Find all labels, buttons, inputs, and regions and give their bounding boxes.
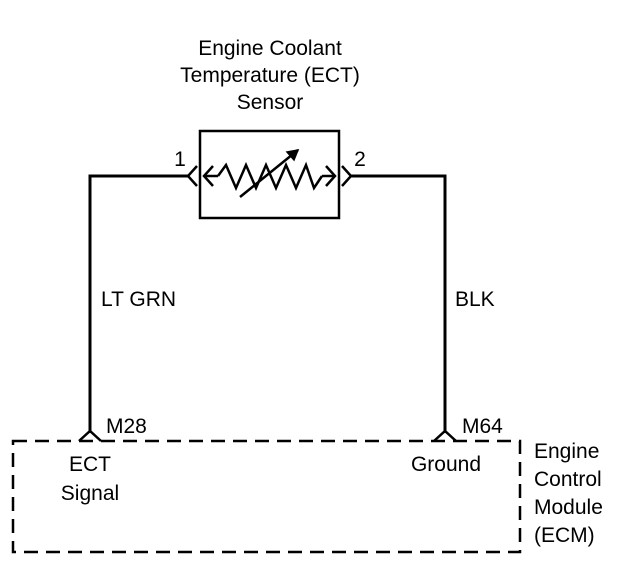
ecm-signal-ground: Ground bbox=[411, 453, 481, 476]
ecm-label-line1: Engine bbox=[534, 440, 599, 463]
sensor-title-line1: Engine Coolant bbox=[198, 37, 342, 60]
wire-blk bbox=[351, 174, 447, 433]
ecm-terminal-m28: M28 bbox=[106, 415, 147, 438]
ecm-label-line3: Module bbox=[534, 496, 603, 519]
ecm-terminal-m64: M64 bbox=[462, 415, 503, 438]
wire-label-lt-grn: LT GRN bbox=[101, 288, 176, 311]
sensor-pin-2: 2 bbox=[354, 148, 366, 171]
thermistor-icon bbox=[202, 149, 337, 198]
ecm-label-line4: (ECM) bbox=[534, 524, 595, 547]
sensor-box bbox=[198, 129, 341, 220]
ecm-terminal-connectors bbox=[78, 429, 457, 442]
ecm-signal-ect-line1: ECT bbox=[69, 453, 111, 476]
ecm-signal-ect-line2: Signal bbox=[61, 482, 119, 505]
sensor-title-line2: Temperature (ECT) bbox=[180, 64, 360, 87]
ecm-box bbox=[11, 439, 522, 554]
ecm-label-line2: Control bbox=[534, 468, 602, 491]
sensor-title-line3: Sensor bbox=[237, 91, 304, 114]
wire-label-blk: BLK bbox=[455, 288, 495, 311]
wire-lt-grn bbox=[88, 174, 188, 433]
sensor-pin-1: 1 bbox=[174, 148, 186, 171]
